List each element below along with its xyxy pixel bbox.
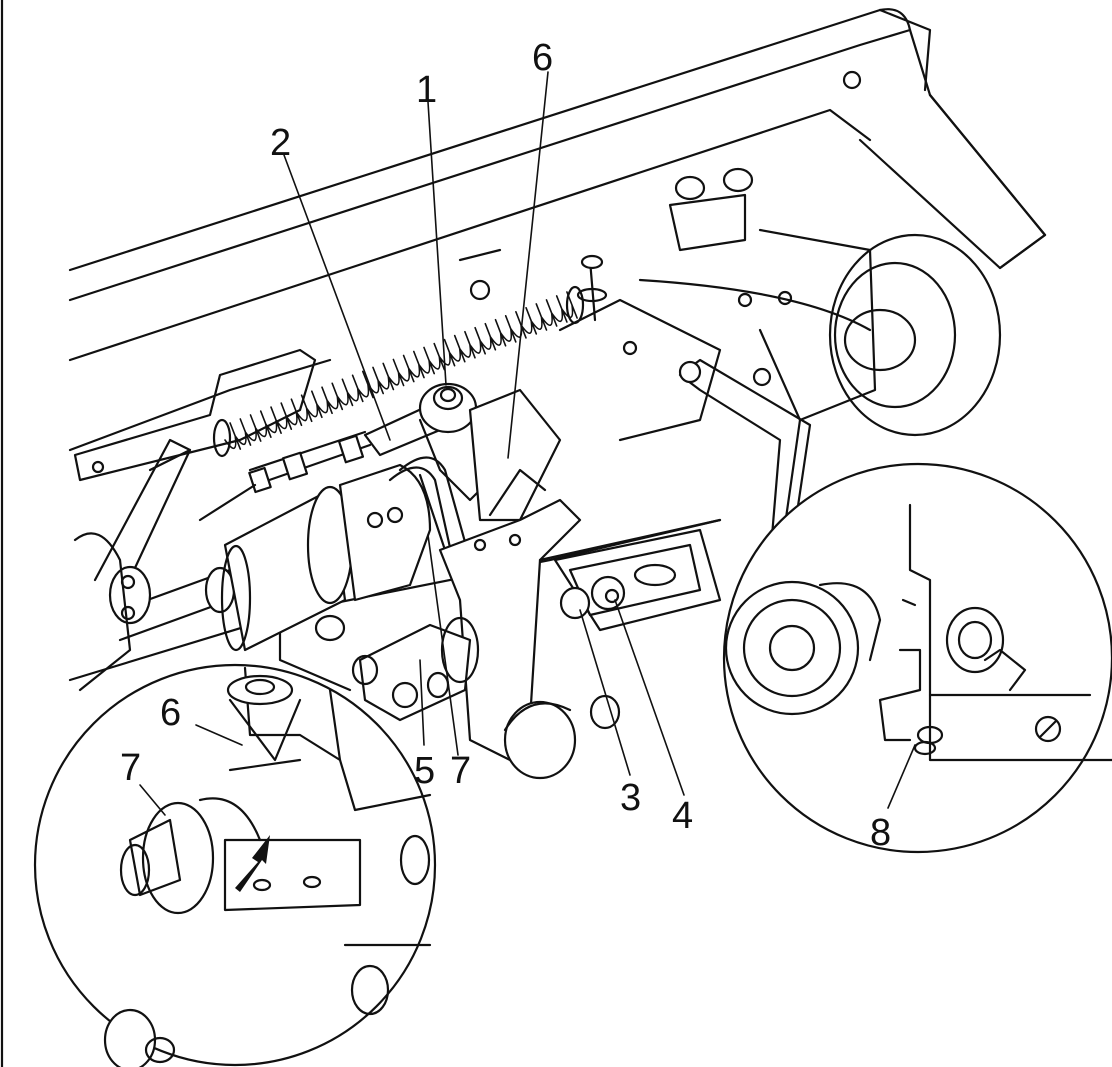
- callout-1: 1: [416, 69, 437, 111]
- detail-view-right: [722, 462, 1112, 854]
- pivot-screw: [418, 382, 502, 502]
- callout-8: 8: [870, 812, 891, 854]
- callout-6-detail: 6: [160, 692, 181, 734]
- machine-arm: [68, 8, 1047, 362]
- leader-line-2: [283, 154, 391, 441]
- slotted-plate: [553, 528, 722, 632]
- leader-line-8: [887, 744, 916, 809]
- needle-bar-block: [438, 498, 722, 762]
- left-bracket: [73, 348, 317, 602]
- bearing-cylinder: [220, 463, 432, 652]
- tension-spring: [212, 285, 585, 458]
- arrow-pointer-icon: [235, 835, 270, 892]
- bottom-ring-housing: [503, 694, 621, 780]
- leader-line-3: [579, 609, 631, 776]
- leader-line-4: [614, 599, 685, 796]
- rocker-arm-6: [468, 388, 562, 522]
- left-shaft-assembly: [73, 532, 236, 692]
- adjusting-rod: [198, 430, 372, 522]
- leader-line-7: [427, 534, 459, 756]
- leader-line-5: [419, 659, 425, 746]
- callout-2: 2: [270, 122, 291, 164]
- leader-line-6-detail: [195, 724, 243, 746]
- detail-view-left: [33, 663, 437, 1067]
- callout-7-detail: 7: [120, 747, 141, 789]
- callout-4: 4: [672, 795, 693, 837]
- callout-3: 3: [620, 777, 641, 819]
- right-linkage: [576, 167, 812, 562]
- pulley-wheel: [758, 228, 1002, 437]
- clamp-block-5: [314, 614, 480, 722]
- callout-5: 5: [414, 750, 435, 792]
- leader-line-7-detail: [139, 784, 166, 816]
- leader-lines: [139, 71, 916, 816]
- callout-7: 7: [450, 750, 471, 792]
- callout-6: 6: [532, 37, 553, 79]
- leader-line-6: [507, 71, 549, 459]
- leader-line-1: [427, 101, 447, 386]
